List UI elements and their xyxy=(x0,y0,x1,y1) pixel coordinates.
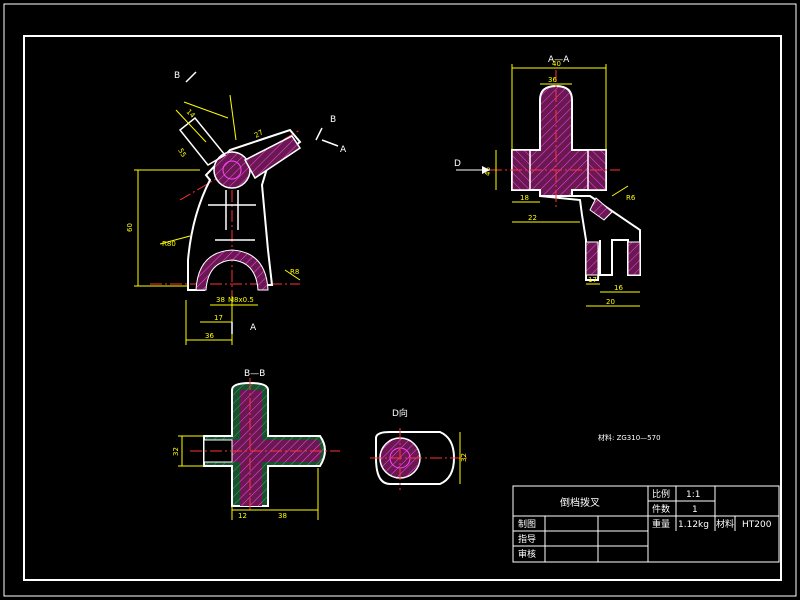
dim-r80: R80 xyxy=(162,240,176,248)
section-bb-view: B—B 32 12 38 xyxy=(172,369,340,520)
marker-b-right: B xyxy=(330,115,336,125)
guide-label: 指导 xyxy=(518,533,536,545)
marker-a-bottom: A xyxy=(250,323,257,333)
front-view: 60 36 17 M8x0.5 38 14 55 27 R80 R8 B B A… xyxy=(126,71,347,345)
title-block xyxy=(512,485,780,563)
dim-aa-40: 40 xyxy=(552,60,561,68)
review-label: 审核 xyxy=(518,548,536,560)
drawing-frame xyxy=(23,35,782,581)
dim-aa-17: 17 xyxy=(588,276,597,284)
weight-label: 重量 xyxy=(652,518,670,530)
dim-aa-r6: R6 xyxy=(626,194,636,202)
marker-d: D xyxy=(454,159,461,169)
view-d: D向 32 xyxy=(370,407,470,490)
scale-value: 1:1 xyxy=(686,490,700,500)
dim-m8: M8x0.5 xyxy=(228,296,254,304)
dim-aa-18: 18 xyxy=(520,194,529,202)
section-aa-view: A—A 40 36 46 18 xyxy=(454,55,641,307)
dim-38: 38 xyxy=(216,296,225,304)
dim-60: 60 xyxy=(126,223,134,232)
material-note: 材料: ZG310—570 xyxy=(598,433,661,442)
scale-label: 比例 xyxy=(652,488,670,500)
section-bb-title: B—B xyxy=(244,369,265,379)
weight-value: 1.12kg xyxy=(678,520,709,530)
marker-a-right: A xyxy=(340,145,347,155)
dim-17: 17 xyxy=(214,314,223,322)
view-d-title: D向 xyxy=(392,407,408,419)
part-name: 倒档拨叉 xyxy=(560,496,600,509)
dim-d-32: 32 xyxy=(460,453,468,462)
dim-36: 36 xyxy=(205,332,214,340)
dim-27: 27 xyxy=(253,128,265,139)
dim-r8: R8 xyxy=(290,268,299,276)
dim-bb-32: 32 xyxy=(172,447,180,456)
marker-b-top: B xyxy=(174,71,180,81)
material-label: 材料 xyxy=(716,518,734,530)
drawn-label: 制图 xyxy=(518,518,536,530)
outer-border xyxy=(3,3,797,597)
qty-label: 件数 xyxy=(652,503,670,515)
dim-aa-20: 20 xyxy=(606,298,615,306)
material-value: HT200 xyxy=(742,520,772,530)
dim-aa-16: 16 xyxy=(614,284,623,292)
dim-aa-36: 36 xyxy=(548,76,557,84)
dim-aa-22: 22 xyxy=(528,214,537,222)
dim-bb-38: 38 xyxy=(278,512,287,520)
dim-aa-46: 46 xyxy=(484,167,492,176)
dim-bb-12: 12 xyxy=(238,512,247,520)
qty-value: 1 xyxy=(692,505,698,515)
section-aa-title: A—A xyxy=(548,55,570,65)
dim-55: 55 xyxy=(176,147,187,159)
